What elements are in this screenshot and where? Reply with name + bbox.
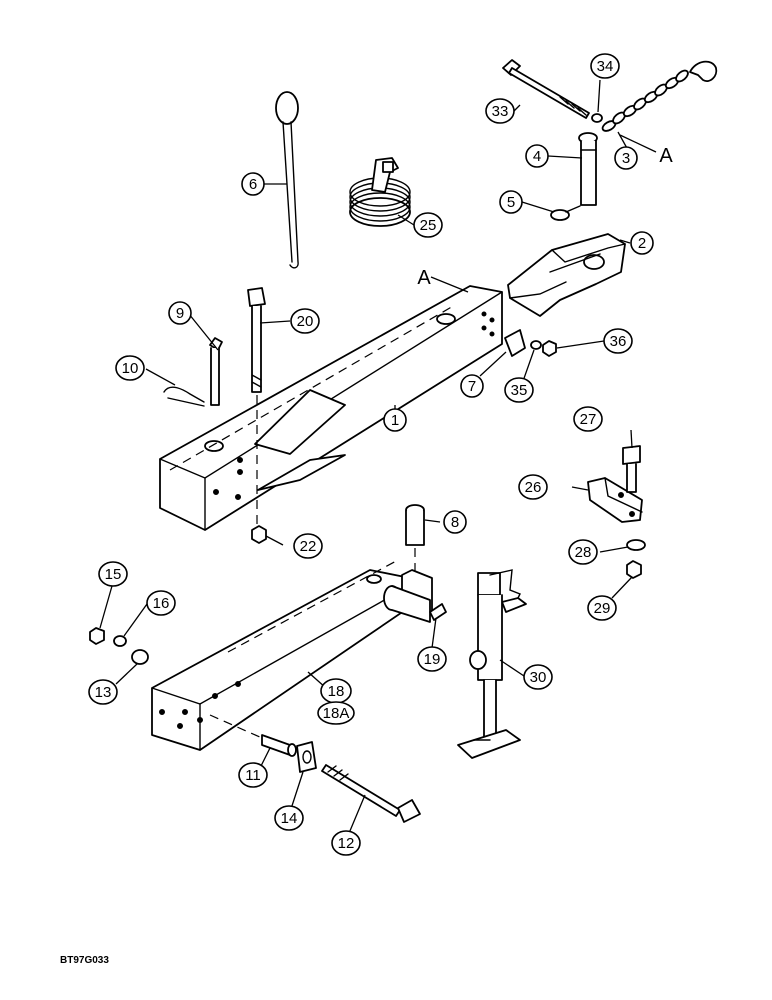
bracket-26-drawing	[587, 477, 643, 523]
callout-27-label: 27	[580, 411, 597, 428]
bracket-7-drawing	[504, 329, 526, 357]
drawbar-1-drawing	[159, 285, 503, 531]
callout-8: 8	[443, 510, 467, 534]
callout-13-label: 13	[95, 684, 112, 701]
pin-11-drawing	[209, 714, 297, 757]
callout-3: 3	[614, 146, 638, 170]
washer-28-drawing	[626, 539, 646, 551]
rod-6-drawing	[275, 91, 299, 269]
clip-10-drawing	[163, 386, 205, 407]
callout-15: 15	[98, 561, 128, 587]
callout-33-label: 33	[492, 103, 509, 120]
callout-34-label: 34	[597, 58, 614, 75]
callout-30-label: 30	[530, 669, 547, 686]
callout-29-label: 29	[594, 600, 611, 617]
callout-22: 22	[293, 533, 323, 559]
bolt-27-drawing	[622, 445, 641, 493]
callout-11-label: 11	[245, 767, 261, 784]
callout-34: 34	[590, 53, 620, 79]
callout-6: 6	[241, 172, 265, 196]
callout-20: 20	[290, 308, 320, 334]
coil-25-drawing	[349, 157, 411, 227]
callout-1: 1	[383, 408, 407, 432]
callout-27: 27	[573, 406, 603, 432]
callout-14: 14	[274, 805, 304, 831]
callout-7-label: 7	[468, 378, 476, 395]
washer-35-drawing	[530, 340, 542, 350]
callout-6-label: 6	[249, 176, 257, 193]
callout-35-label: 35	[511, 382, 528, 399]
callout-13: 13	[88, 679, 118, 705]
callout-26: 26	[518, 474, 548, 500]
callout-4-label: 4	[533, 148, 541, 165]
callout-12: 12	[331, 830, 361, 856]
callout-18a-label: 18A	[323, 705, 350, 722]
callout-36: 36	[603, 328, 633, 354]
callout-12-label: 12	[338, 835, 355, 852]
callout-18: 18	[320, 678, 352, 704]
callout-28-label: 28	[575, 544, 592, 561]
callout-20-label: 20	[297, 313, 314, 330]
ref-mark-a-tube: A	[417, 267, 431, 289]
callout-10-label: 10	[122, 360, 139, 377]
callout-25-label: 25	[420, 217, 437, 234]
callout-2-label: 2	[638, 235, 646, 252]
callout-14-label: 14	[281, 810, 298, 827]
block-14-drawing	[296, 741, 317, 773]
callout-28: 28	[568, 539, 598, 565]
callout-5-label: 5	[507, 194, 515, 211]
bolt-33-drawing	[502, 59, 590, 119]
callout-19-label: 19	[424, 651, 441, 668]
callout-10: 10	[115, 355, 145, 381]
bolt-12-drawing	[321, 764, 421, 823]
callout-2: 2	[630, 231, 654, 255]
callout-8-label: 8	[451, 514, 459, 531]
callout-5: 5	[499, 190, 523, 214]
washer-34-drawing	[591, 113, 603, 123]
chain-3-drawing	[601, 60, 718, 132]
callout-4: 4	[525, 144, 549, 168]
nut-15-drawing	[89, 627, 105, 645]
callout-9: 9	[168, 301, 192, 325]
nut-29-drawing	[626, 560, 642, 579]
callout-22-label: 22	[300, 538, 317, 555]
callout-9-label: 9	[176, 305, 184, 322]
nut-36-drawing	[542, 340, 557, 357]
nut-22-drawing	[251, 525, 267, 544]
washer-13-drawing	[131, 649, 149, 665]
pin-4-drawing	[578, 132, 598, 206]
callout-18-label: 18	[328, 683, 345, 700]
callout-11: 11	[238, 762, 268, 788]
callout-33: 33	[485, 98, 515, 124]
callout-1-label: 1	[391, 412, 399, 429]
callout-7: 7	[460, 374, 484, 398]
washer-16-drawing	[113, 635, 127, 647]
pin-19-drawing	[429, 603, 447, 621]
callout-30: 30	[523, 664, 553, 690]
callout-16: 16	[146, 590, 176, 616]
callout-29: 29	[587, 595, 617, 621]
callout-16-label: 16	[153, 595, 170, 612]
callout-26-label: 26	[525, 479, 542, 496]
callout-35: 35	[504, 377, 534, 403]
tube-18-drawing	[151, 559, 433, 751]
callout-15-label: 15	[105, 566, 122, 583]
callout-18a: 18A	[317, 701, 355, 725]
callout-3-label: 3	[622, 150, 630, 167]
ref-mark-a-chain: A	[659, 145, 673, 167]
pin-9-drawing	[209, 337, 223, 406]
callout-19: 19	[417, 646, 447, 672]
callout-25: 25	[413, 212, 443, 238]
ring-5-drawing	[550, 205, 581, 221]
jack-30-drawing	[457, 569, 527, 759]
drawing-code: BT97G033	[60, 955, 109, 966]
sleeve-8-drawing	[405, 504, 425, 580]
callout-36-label: 36	[610, 333, 627, 350]
clevis-2-drawing	[507, 233, 626, 317]
bolt-20-drawing	[247, 287, 266, 525]
